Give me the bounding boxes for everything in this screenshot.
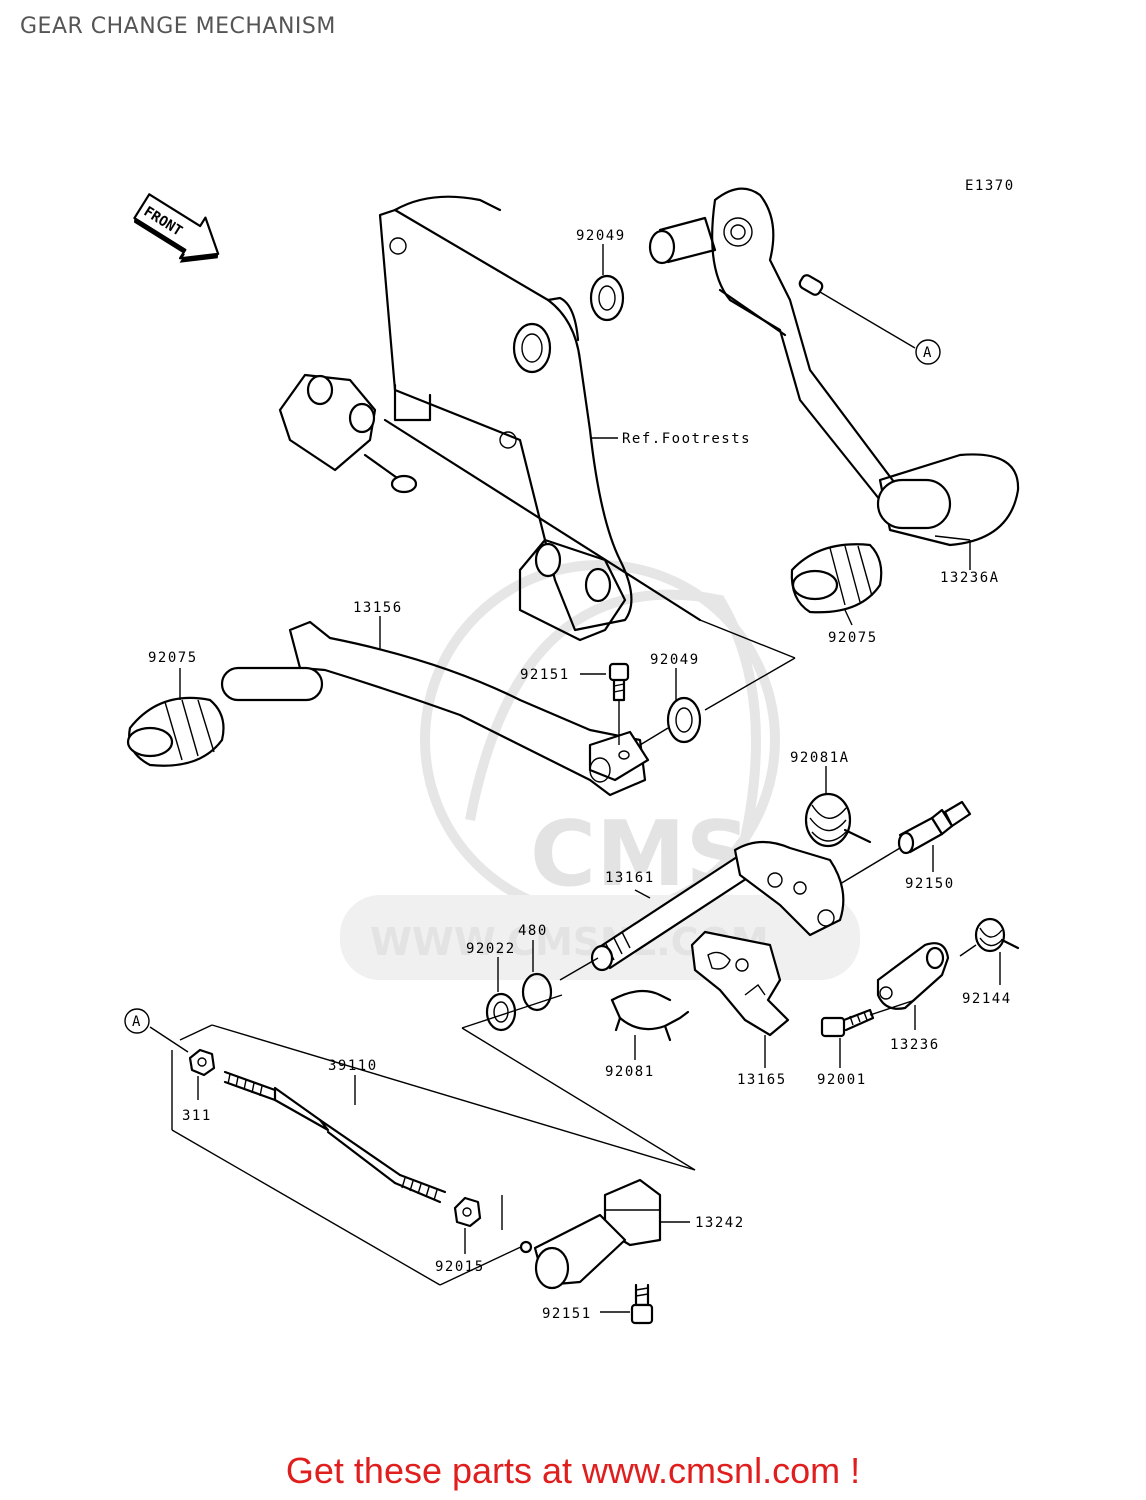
seal-92049-mid [666,696,702,744]
bolt-92151-upper [608,662,630,702]
guide-92081 [610,989,690,1042]
label-311: 311 [182,1108,212,1124]
front-arrow-icon: FRONT [133,193,220,263]
circlip-480 [521,957,599,1012]
label-13165: 13165 [737,1072,787,1088]
nut-311 [188,1048,216,1077]
ref-marker-a-bottom: A [132,1014,142,1030]
footer-link[interactable]: Get these parts at www.cmsnl.com ! [285,1450,861,1491]
label-92151-upper: 92151 [520,667,570,683]
pedal-arm-13236A [648,187,1020,547]
label-92075-left: 92075 [148,650,198,666]
ref-footrests-label: Ref.Footrests [622,431,751,447]
label-13161: 13161 [605,870,655,886]
lever-13242 [519,1178,662,1290]
shift-pedal-13156 [220,620,650,797]
label-92150: 92150 [905,876,955,892]
tie-rod-39110 [223,1070,447,1204]
page-title: GEAR CHANGE MECHANISM [20,14,336,39]
ref-marker-circle-a-top [915,339,941,365]
shift-shaft-13161 [590,840,845,972]
label-92049-top: 92049 [576,228,626,244]
label-92049-mid: 92049 [650,652,700,668]
plate-13165 [690,930,790,1037]
label-13236A: 13236A [940,570,1000,586]
ref-marker-circle-a-bottom [124,1008,150,1034]
label-92075-right: 92075 [828,630,878,646]
spring-92081A [804,792,872,848]
footrest-bracket [278,195,702,642]
bolt-92001 [820,1008,875,1038]
label-92151-lower: 92151 [542,1306,592,1322]
figure-code: E1370 [965,178,1015,194]
label-92081A: 92081A [790,750,850,766]
pin-92150 [897,800,972,855]
label-13236: 13236 [890,1037,940,1053]
pedal-rubber-92075-left [126,696,225,767]
seal-92049-top [589,274,625,322]
parts-diagram: CMS WWW.CMSNL.COM E1370 FRONT Ref.Footre… [124,178,1020,1325]
pedal-rubber-92075-right [790,543,883,614]
nut-92015 [453,1196,482,1228]
label-92022: 92022 [466,941,516,957]
lever-13236 [876,942,950,1010]
label-92081: 92081 [605,1064,655,1080]
label-39110: 39110 [328,1058,378,1074]
label-13242: 13242 [695,1215,745,1231]
label-92015: 92015 [435,1259,485,1275]
ref-marker-a-top: A [923,345,933,361]
bolt-92151-lower [630,1283,654,1325]
label-480: 480 [518,923,548,939]
label-92144: 92144 [962,991,1012,1007]
spring-92144 [974,917,1020,953]
washer-92022 [485,992,517,1032]
label-13156: 13156 [353,600,403,616]
label-92001: 92001 [817,1072,867,1088]
